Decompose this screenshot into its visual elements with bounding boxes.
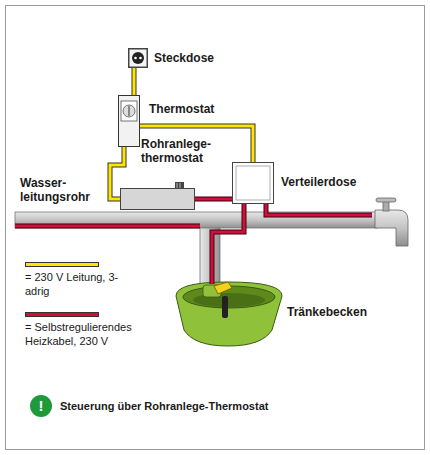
legend-swatch (25, 312, 99, 317)
note-icon (30, 395, 52, 417)
cable-connector (134, 68, 135, 95)
node-label: Steckdose (154, 51, 244, 65)
legend-text: = 230 V Leitung, 3-adrig (25, 270, 135, 298)
drinking-bowl-node: Tränkebecken (175, 278, 283, 348)
caption: Steuerung über Rohranlege-Thermostat (60, 399, 410, 413)
socket: Steckdose (128, 48, 148, 68)
cable-connector (195, 199, 232, 200)
node-label: Tränkebecken (287, 305, 387, 319)
node-label: Rohranlege- thermostat (141, 137, 221, 165)
legend-text: = Selbstregulierendes Heizkabel, 230 V (25, 320, 155, 348)
node-label: Verteilerdose (281, 175, 381, 189)
frame (6, 6, 425, 450)
thermostat-box: Thermostat (118, 95, 140, 147)
pipe-label: Wasser- leitungsrohr (20, 176, 92, 204)
junction-box: Verteilerdose (232, 162, 274, 204)
legend-swatch (25, 262, 99, 267)
node-label: Thermostat (149, 102, 239, 116)
cable-connector (212, 204, 244, 284)
drinking-bowl (176, 282, 282, 346)
note-mark: ! (30, 395, 52, 417)
pipe-thermostat-box: Rohranlege- thermostat (120, 188, 195, 210)
water-tap (375, 198, 408, 246)
